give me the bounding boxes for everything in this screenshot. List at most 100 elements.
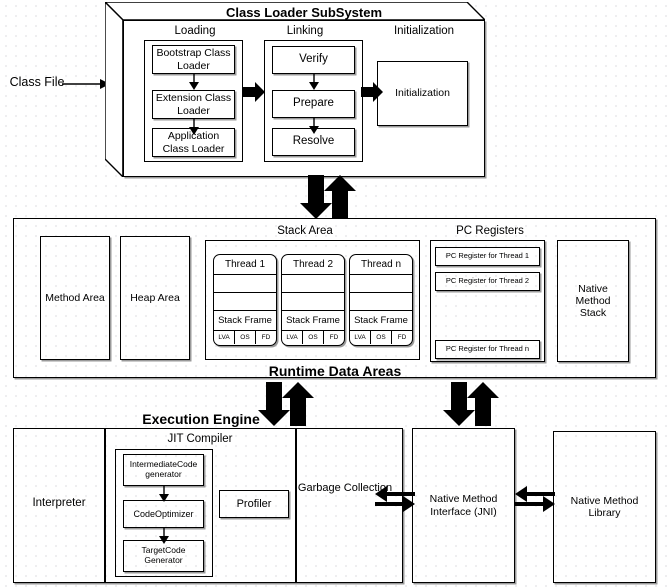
resolve-label: Resolve	[292, 135, 335, 148]
phase-label-linking-text: Linking	[286, 25, 324, 38]
code-optimizer-box[interactable]: CodeOptimizer	[123, 500, 204, 528]
thread-1-cells: LVA OS FD	[214, 331, 276, 344]
initialization-label: Initialization	[395, 87, 450, 100]
pc-registers-box	[430, 240, 545, 362]
profiler-box[interactable]: Profiler	[219, 490, 289, 518]
phase-label-initialization: Initialization	[370, 24, 478, 40]
profiler-label: Profiler	[236, 497, 272, 510]
method-area-box[interactable]: Method Area	[40, 236, 110, 360]
thread-1-name: Thread 1	[214, 255, 276, 275]
extension-class-loader-box[interactable]: Extension Class Loader	[152, 90, 235, 119]
pc-register-thread-n-box[interactable]: PC Register for Thread n	[435, 340, 540, 359]
resolve-box[interactable]: Resolve	[272, 128, 355, 156]
pc-register-thread-1-label: PC Register for Thread 1	[445, 251, 530, 261]
thread-n-cell-os: OS	[371, 331, 392, 344]
prepare-label: Prepare	[293, 97, 334, 110]
native-method-interface-box[interactable]: Native Method Interface (JNI)	[412, 428, 515, 583]
pc-register-thread-1-box[interactable]: PC Register for Thread 1	[435, 247, 540, 266]
thread-n-frame: Stack Frame	[350, 311, 412, 331]
verify-box[interactable]: Verify	[272, 46, 355, 74]
thread-n-slot-2	[350, 293, 412, 311]
class-file-arrow-icon	[62, 79, 110, 89]
thread-1-slot-1	[214, 275, 276, 293]
pc-register-thread-2-label: PC Register for Thread 2	[445, 276, 530, 286]
runtime-data-areas-box	[13, 218, 656, 378]
pc-register-thread-n-label: PC Register for Thread n	[445, 344, 530, 354]
linking-arrow-1-icon	[309, 74, 319, 90]
pc-register-thread-2-box[interactable]: PC Register for Thread 2	[435, 272, 540, 291]
classloader-runtime-arrows-icon	[300, 175, 356, 219]
jni-library-arrows-icon	[515, 480, 555, 512]
runtime-data-areas-title-text: Runtime Data Areas	[268, 362, 402, 379]
loading-arrow-2-icon	[189, 119, 199, 135]
thread-n-cell-os-text: OS	[376, 334, 386, 341]
bootstrap-class-loader-label: Bootstrap Class Loader	[156, 47, 231, 72]
loading-group-box	[144, 40, 243, 162]
verify-label: Verify	[299, 53, 328, 66]
pc-registers-label-text: PC Registers	[456, 224, 524, 237]
thread-2-frame-text: Stack Frame	[286, 315, 340, 326]
application-class-loader-box[interactable]: Application Class Loader	[152, 128, 235, 157]
native-method-library-box[interactable]: Native Method Library	[553, 431, 656, 583]
thread-n-slot-1	[350, 275, 412, 293]
thread-2-name-text: Thread 2	[292, 259, 334, 270]
thread-2-cell-fd: FD	[324, 331, 344, 344]
bootstrap-class-loader-box[interactable]: Bootstrap Class Loader	[152, 45, 235, 74]
jit-compiler-group-box	[115, 449, 213, 577]
thread-1-box[interactable]: Thread 1 Stack Frame LVA OS FD	[213, 254, 277, 346]
thread-1-cell-fd: FD	[256, 331, 276, 344]
native-method-stack-box[interactable]: Native Method Stack	[557, 240, 629, 362]
native-method-library-label: Native Method Library	[570, 494, 639, 519]
thread-2-slot-1	[282, 275, 344, 293]
class-loader-title-text: Class Loader SubSystem	[225, 5, 383, 20]
thread-2-cell-lva: LVA	[282, 331, 303, 344]
thread-1-name-text: Thread 1	[224, 259, 266, 270]
thread-2-cells: LVA OS FD	[282, 331, 344, 344]
thread-n-cells: LVA OS FD	[350, 331, 412, 344]
heap-area-box[interactable]: Heap Area	[120, 236, 190, 360]
thread-2-name: Thread 2	[282, 255, 344, 275]
stack-area-box	[205, 240, 420, 360]
intermediate-code-generator-label: IntermediateCode generator	[129, 459, 198, 479]
application-class-loader-label: Application Class Loader	[162, 130, 225, 155]
class-file-label: Class File	[6, 63, 68, 101]
thread-n-name: Thread n	[350, 255, 412, 275]
runtime-data-areas-title: Runtime Data Areas	[240, 362, 430, 380]
jit-arrow-1-icon	[159, 486, 169, 502]
thread-1-cell-os: OS	[235, 331, 256, 344]
thread-1-cell-lva-text: LVA	[218, 334, 230, 341]
thread-2-cell-fd-text: FD	[329, 334, 339, 341]
gc-jni-arrows-icon	[375, 480, 415, 512]
thread-n-name-text: Thread n	[360, 259, 402, 270]
thread-1-frame: Stack Frame	[214, 311, 276, 331]
garbage-collection-label-text: Garbage Collection	[297, 481, 393, 494]
phase-label-loading-text: Loading	[174, 25, 216, 38]
thread-n-cell-fd-text: FD	[397, 334, 407, 341]
runtime-execution-arrows-left-icon	[258, 382, 314, 426]
stack-area-label: Stack Area	[245, 224, 365, 239]
target-code-generator-box[interactable]: TargetCode Generator	[123, 540, 204, 572]
thread-1-cell-fd-text: FD	[261, 334, 271, 341]
execution-engine-title: Execution Engine	[116, 410, 286, 428]
intermediate-code-generator-box[interactable]: IntermediateCode generator	[123, 454, 204, 486]
class-file-text: Class File	[9, 74, 65, 89]
interpreter-label: Interpreter	[14, 494, 104, 514]
linking-group-box	[264, 40, 363, 162]
execution-engine-title-text: Execution Engine	[142, 410, 260, 427]
loading-arrow-1-icon	[189, 74, 199, 90]
thread-2-cell-lva-text: LVA	[286, 334, 298, 341]
jit-compiler-label-text: JIT Compiler	[167, 433, 233, 446]
thread-1-cell-lva: LVA	[214, 331, 235, 344]
pc-registers-label: PC Registers	[435, 224, 545, 239]
jit-compiler-label: JIT Compiler	[150, 432, 250, 448]
runtime-jni-arrows-icon	[443, 382, 499, 426]
thread-n-box[interactable]: Thread n Stack Frame LVA OS FD	[349, 254, 413, 346]
heap-area-label: Heap Area	[130, 291, 180, 304]
execution-engine-divider-1	[104, 428, 106, 583]
thread-2-box[interactable]: Thread 2 Stack Frame LVA OS FD	[281, 254, 345, 346]
extension-class-loader-label: Extension Class Loader	[155, 92, 232, 117]
thread-n-cell-fd: FD	[392, 331, 412, 344]
prepare-box[interactable]: Prepare	[272, 90, 355, 118]
initialization-box[interactable]: Initialization	[377, 61, 468, 126]
phase-label-loading: Loading	[140, 24, 250, 40]
